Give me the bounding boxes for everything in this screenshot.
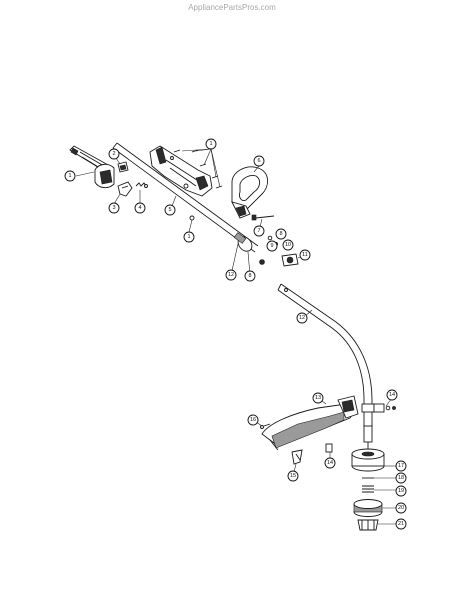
callout-c7: 7 bbox=[253, 225, 265, 237]
callout-c3: 3 bbox=[108, 202, 120, 214]
callout-c2: 2 bbox=[108, 148, 120, 160]
callout-c1b: 1 bbox=[205, 138, 217, 150]
svg-text:7: 7 bbox=[257, 228, 260, 234]
svg-text:1: 1 bbox=[187, 234, 190, 240]
screws-1 bbox=[173, 149, 223, 189]
callout-c11: 11 bbox=[299, 249, 311, 261]
knob-11 bbox=[281, 253, 299, 267]
bolt-7 bbox=[251, 214, 275, 221]
svg-text:13: 13 bbox=[315, 395, 321, 401]
svg-text:14: 14 bbox=[389, 392, 395, 398]
callout-c8a: 8 bbox=[275, 228, 287, 240]
spring-19 bbox=[362, 485, 374, 493]
callout-c12: 12 bbox=[225, 269, 237, 281]
svg-text:11: 11 bbox=[302, 252, 308, 258]
line-cutter-15 bbox=[291, 449, 303, 465]
callout-c14a: 14 bbox=[386, 389, 398, 401]
callout-c14b: 14 bbox=[324, 457, 336, 469]
svg-text:1: 1 bbox=[68, 173, 71, 179]
spring-part bbox=[135, 182, 148, 188]
callout-c10: 10 bbox=[282, 239, 294, 251]
callout-c13: 13 bbox=[312, 392, 324, 404]
handle-housing-part bbox=[149, 145, 213, 197]
svg-text:2: 2 bbox=[112, 151, 115, 157]
d-handle-part bbox=[231, 166, 268, 219]
guard-part bbox=[261, 395, 359, 451]
callout-c9: 9 bbox=[266, 240, 278, 252]
rear-handle-part bbox=[69, 145, 115, 189]
svg-text:12: 12 bbox=[299, 315, 305, 321]
callout-c5: 5 bbox=[164, 204, 176, 216]
screw-14-lower bbox=[325, 443, 333, 453]
svg-text:15: 15 bbox=[290, 473, 296, 479]
svg-text:16: 16 bbox=[250, 417, 256, 423]
spool-20 bbox=[353, 499, 383, 517]
switch-part bbox=[117, 161, 129, 173]
callout-c1a: 1 bbox=[64, 170, 76, 182]
callout-c19: 19 bbox=[395, 485, 407, 497]
callout-c16: 16 bbox=[247, 414, 259, 426]
callout-c15: 15 bbox=[287, 470, 299, 482]
svg-text:8: 8 bbox=[248, 273, 251, 279]
svg-text:3: 3 bbox=[112, 205, 115, 211]
callout-c1c: 1 bbox=[183, 231, 195, 243]
watermark-text: AppliancePartsPros.com bbox=[188, 3, 276, 12]
callout-c8b: 8 bbox=[244, 270, 256, 282]
svg-text:19: 19 bbox=[398, 488, 404, 494]
callout-c6: 6 bbox=[253, 155, 265, 167]
svg-text:8: 8 bbox=[279, 231, 282, 237]
svg-text:18: 18 bbox=[398, 475, 404, 481]
trigger-part bbox=[117, 181, 133, 197]
svg-text:20: 20 bbox=[398, 505, 404, 511]
bump-knob-21 bbox=[357, 519, 379, 531]
callout-c21: 21 bbox=[395, 518, 407, 530]
svg-text:1: 1 bbox=[209, 141, 212, 147]
clamp-14 bbox=[373, 403, 396, 413]
svg-text:21: 21 bbox=[398, 521, 404, 527]
svg-text:17: 17 bbox=[398, 463, 404, 469]
callout-c20: 20 bbox=[395, 502, 407, 514]
screw-16 bbox=[260, 423, 271, 429]
washers-8-10 bbox=[189, 215, 278, 265]
svg-text:4: 4 bbox=[138, 205, 141, 211]
svg-text:10: 10 bbox=[285, 242, 291, 248]
svg-text:9: 9 bbox=[270, 243, 273, 249]
svg-text:14: 14 bbox=[327, 460, 333, 466]
svg-text:6: 6 bbox=[257, 158, 260, 164]
callout-c18: 18 bbox=[395, 472, 407, 484]
callout-c17: 17 bbox=[395, 460, 407, 472]
callout-c22: 12 bbox=[296, 312, 308, 324]
upper-shaft bbox=[112, 142, 259, 253]
spool-housing-17 bbox=[351, 448, 385, 472]
callout-c4: 4 bbox=[134, 202, 146, 214]
svg-text:12: 12 bbox=[228, 272, 234, 278]
svg-text:5: 5 bbox=[168, 207, 171, 213]
